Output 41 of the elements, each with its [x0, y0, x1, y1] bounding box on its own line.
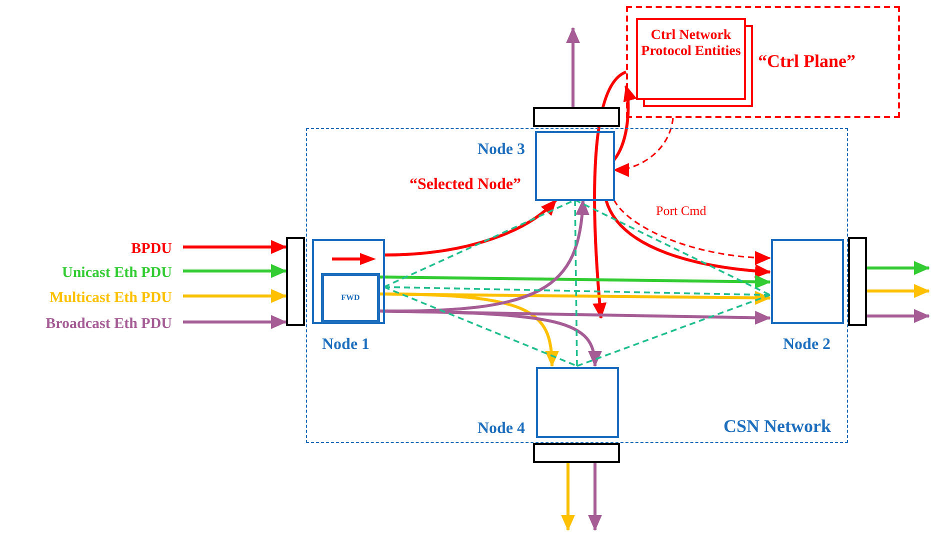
input-label: Unicast Eth PDU [62, 264, 172, 283]
arrow [183, 264, 287, 278]
connector-line [576, 294, 770, 367]
arrow [183, 315, 287, 329]
fwd-box [321, 273, 380, 323]
input-label: BPDU [131, 240, 172, 259]
port-bar [848, 237, 867, 326]
entity-label: Ctrl Network Protocol Entities [640, 28, 742, 60]
node-label: Node 2 [783, 335, 831, 355]
port-bar [533, 443, 620, 463]
connector-line [574, 199, 770, 296]
arrow [613, 200, 771, 264]
arrow [183, 240, 287, 254]
arrow [867, 284, 930, 298]
node-label: Node 4 [477, 419, 525, 439]
entity-box [636, 18, 746, 100]
connector-line [384, 286, 770, 296]
arrow [867, 309, 930, 323]
arrow [867, 261, 930, 275]
connector-line [574, 200, 578, 366]
network-label: CSN Network [724, 415, 831, 438]
port-bar [286, 237, 305, 326]
control-plane-label: “Ctrl Plane” [758, 50, 856, 73]
arrow [612, 85, 636, 161]
arrow [183, 289, 287, 303]
arrow [613, 118, 674, 176]
selected-node-label: “Selected Node” [409, 175, 521, 195]
node-label: Node 3 [477, 140, 525, 160]
arrow [604, 199, 771, 278]
node-label: Node 1 [322, 335, 370, 355]
arrow [592, 70, 627, 319]
connector-line [384, 286, 578, 367]
arrow [566, 27, 580, 107]
arrow [561, 463, 575, 531]
input-label: Multicast Eth PDU [50, 289, 172, 308]
port-bar [533, 107, 620, 127]
arrow [384, 198, 558, 256]
arrow [588, 463, 602, 531]
control-plane-box [626, 6, 900, 118]
input-label: Broadcast Eth PDU [46, 315, 172, 334]
fwd-label: FWD [340, 292, 361, 304]
